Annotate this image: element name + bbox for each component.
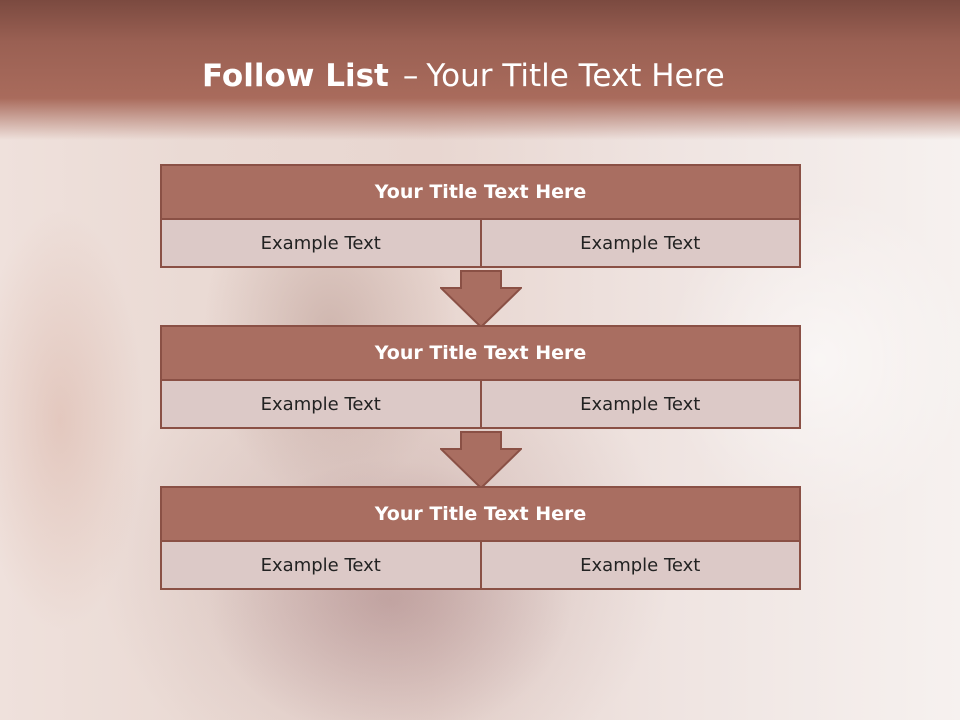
block-row: Example Text Example Text [160, 381, 801, 429]
block-title: Your Title Text Here [160, 486, 801, 542]
block-title: Your Title Text Here [160, 325, 801, 381]
block-cell-right: Example Text [481, 542, 801, 590]
slide-title-separator: – [402, 58, 419, 94]
slide-title-bold: Follow List [202, 58, 389, 94]
block-row: Example Text Example Text [160, 542, 801, 590]
list-block-2: Your Title Text Here Example Text Exampl… [160, 325, 801, 429]
list-block-3: Your Title Text Here Example Text Exampl… [160, 486, 801, 590]
block-cell-right: Example Text [481, 381, 801, 429]
block-title: Your Title Text Here [160, 164, 801, 220]
slide-title: Follow List–Your Title Text Here [202, 52, 725, 100]
block-cell-right: Example Text [481, 220, 801, 268]
list-block-1: Your Title Text Here Example Text Exampl… [160, 164, 801, 268]
block-row: Example Text Example Text [160, 220, 801, 268]
title-bar [0, 0, 960, 140]
block-cell-left: Example Text [160, 220, 482, 268]
block-cell-left: Example Text [160, 542, 482, 590]
block-cell-left: Example Text [160, 381, 482, 429]
down-arrow-icon [440, 270, 522, 328]
down-arrow-icon [440, 431, 522, 489]
slide-title-rest: Your Title Text Here [426, 58, 725, 94]
